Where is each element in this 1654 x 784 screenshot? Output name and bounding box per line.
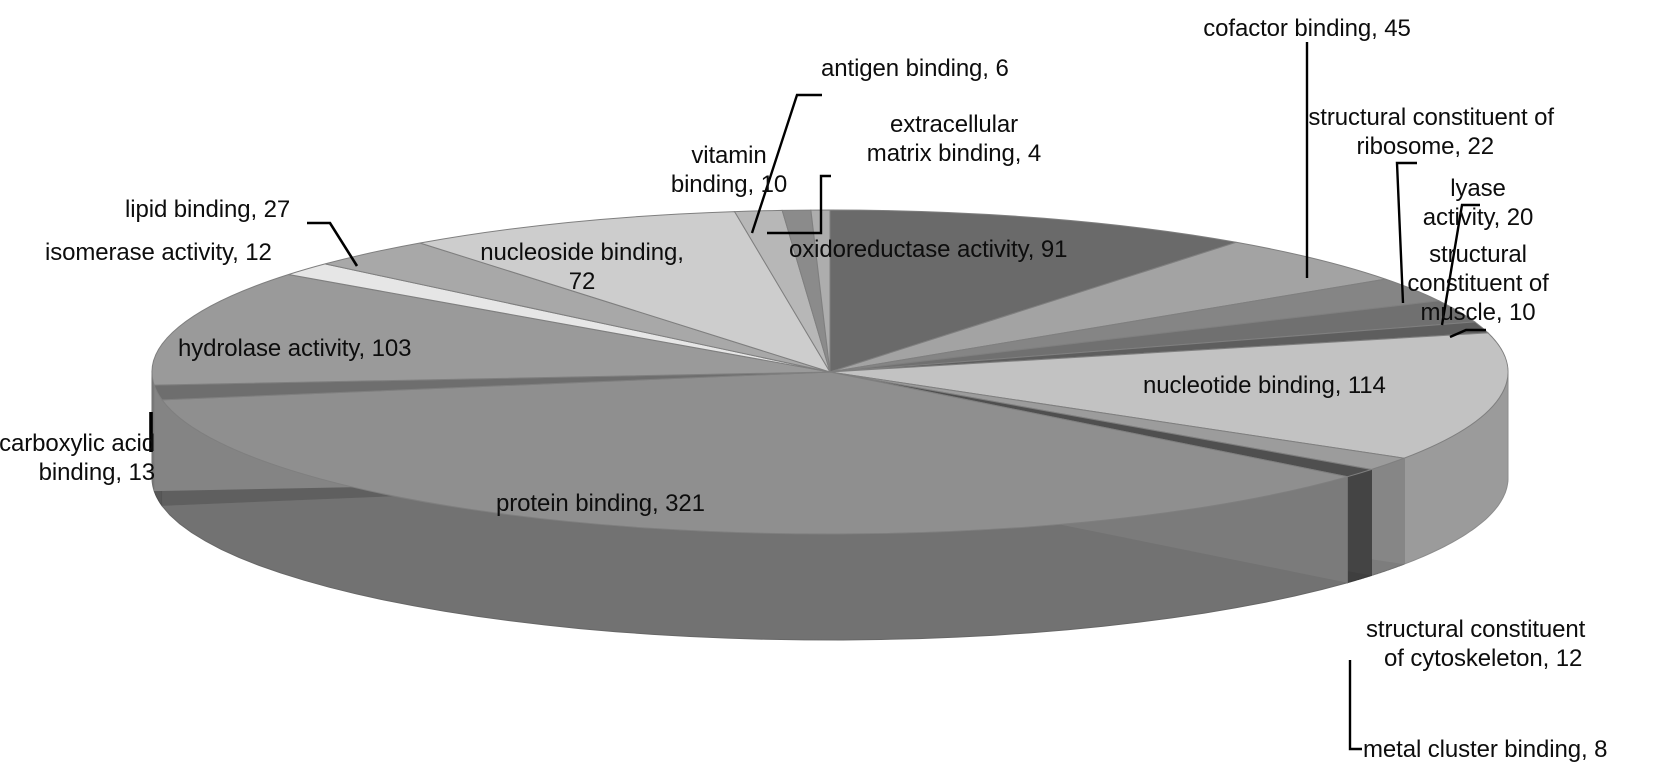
slice-label-structural-constituent-of-cytoskeleton-line2: of cytoskeleton, 12 [1384,645,1583,672]
pie-slice-protein-binding[interactable] [161,371,1348,535]
leader-line-structural-constituent-of-ribosome [1395,161,1417,304]
pie-slice-cofactor-binding[interactable] [829,241,1386,373]
leader-line-lyase-activity [1440,203,1480,326]
leader-line-metal-cluster-binding [1348,660,1362,751]
leader-lines [149,42,1486,751]
slice-label-structural-constituent-of-cytoskeleton-line1: structural constituent [1366,616,1586,643]
leader-line-extracellular-matrix-binding [767,174,831,235]
slice-label-lyase-activity-line2: activity, 20 [1422,204,1534,231]
slice-label-isomerase-activity: isomerase activity, 12 [45,239,272,266]
slice-label-vitamin-binding-line1: vitamin [691,142,767,169]
pie-slice-hydrolase-activity[interactable] [151,273,831,386]
slice-label-protein-binding: protein binding, 321 [496,490,705,517]
slice-label-oxidoreductase-activity: oxidoreductase activity, 91 [789,236,1068,263]
slice-label-carboxylic-acid-binding-line2: binding, 13 [38,459,155,486]
slice-label-nucleoside-binding-line1: nucleoside binding, [480,239,684,266]
slice-label-structural-constituent-of-muscle-line2: constituent of [1407,270,1549,297]
leader-line-lipid-binding [307,221,359,267]
slice-label-carboxylic-acid-binding-line1: carboxylic acid [0,430,155,457]
slice-label-nucleotide-binding: nucleotide binding, 114 [1143,372,1386,399]
slice-label-extracellular-matrix-binding-line2: matrix binding, 4 [866,140,1042,167]
leader-line-structural-constituent-of-muscle [1449,328,1486,339]
pie-top-slices [151,209,1509,535]
slice-label-vitamin-binding-line2: binding, 10 [670,171,788,198]
slice-label-structural-constituent-of-muscle-line1: structural [1429,241,1527,268]
slice-label-cofactor-binding: cofactor binding, 45 [1203,15,1411,42]
pie-slice-nucleoside-binding[interactable] [419,211,832,373]
slice-label-structural-constituent-of-ribosome-line1: structural constituent of [1308,104,1554,131]
slice-label-lyase-activity-line1: lyase [1450,175,1506,202]
leader-line-antigen-binding [750,93,822,234]
slice-label-hydrolase-activity: hydrolase activity, 103 [178,335,412,362]
slice-label-antigen-binding: antigen binding, 6 [821,55,1009,82]
slice-label-nucleoside-binding-line2: 72 [568,268,596,295]
slice-label-lipid-binding: lipid binding, 27 [125,196,291,223]
slice-label-structural-constituent-of-ribosome-line2: ribosome, 22 [1356,133,1494,160]
slice-label-metal-cluster-binding: metal cluster binding, 8 [1363,736,1608,763]
pie-slice-nucleotide-binding[interactable] [829,332,1509,459]
slice-label-structural-constituent-of-muscle-line3: muscle, 10 [1420,299,1536,326]
slice-label-extracellular-matrix-binding-line1: extracellular [889,111,1019,138]
pie-slice-oxidoreductase-activity[interactable] [829,209,1237,373]
